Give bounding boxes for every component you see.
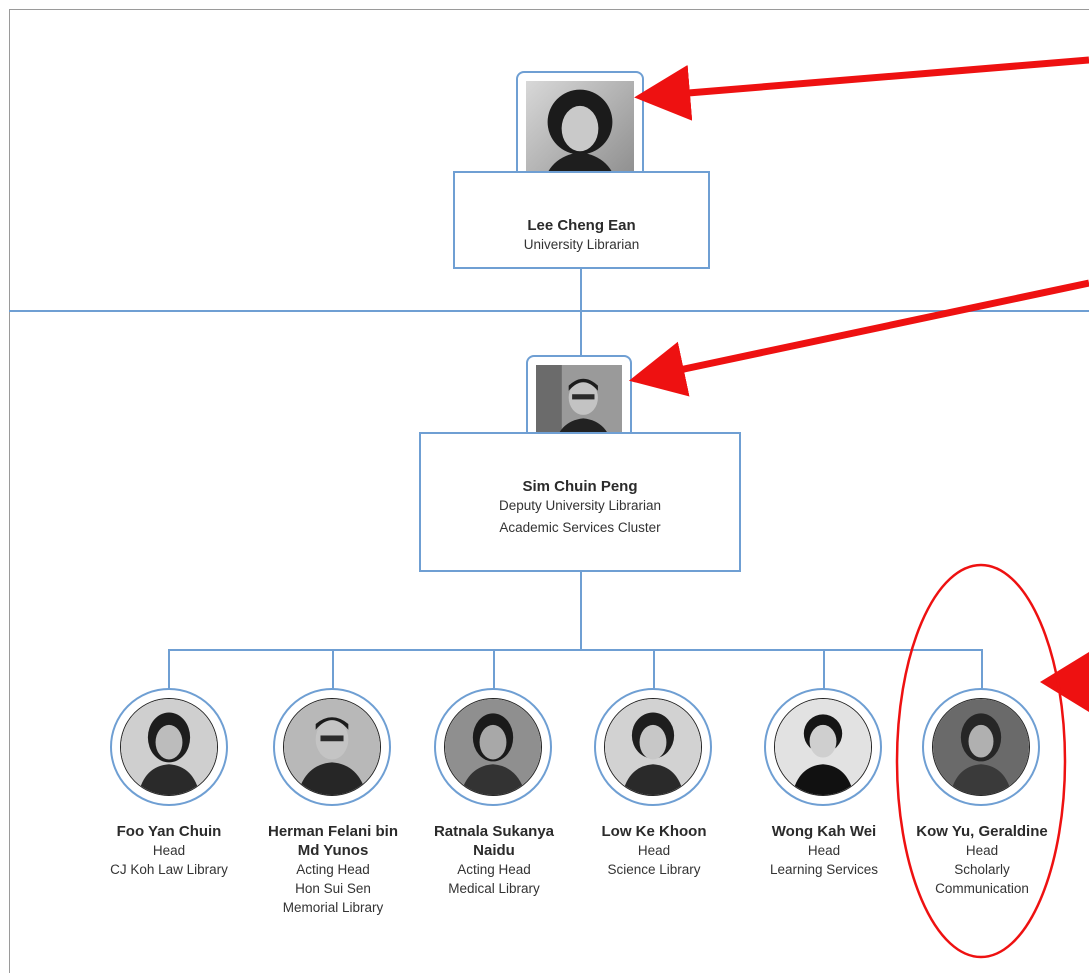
staff-card-2: Herman Felani bin Md Yunos Acting Head H… xyxy=(253,822,413,917)
staff-card-4: Low Ke Khoon Head Science Library xyxy=(574,822,734,879)
staff-photo-2 xyxy=(273,688,391,806)
staff-name: Wong Kah Wei xyxy=(771,823,877,840)
annotation-arrow-1 xyxy=(634,56,1089,121)
staff-unit: CJ Koh Law Library xyxy=(110,862,228,877)
staff-card-6: Kow Yu, Geraldine Head Scholarly Communi… xyxy=(902,822,1062,898)
staff-photo-1 xyxy=(110,688,228,806)
staff-role: Head xyxy=(965,843,999,858)
staff-photo-5 xyxy=(764,688,882,806)
staff-unit: Scholarly xyxy=(954,862,1010,877)
staff-role: Head xyxy=(152,843,186,858)
connector-deputy-bus xyxy=(580,572,582,650)
drop-4 xyxy=(653,649,655,689)
staff-photo-3 xyxy=(434,688,552,806)
top-title: University Librarian xyxy=(523,237,640,252)
annotation-arrowhead-3 xyxy=(1040,652,1089,712)
drop-3 xyxy=(493,649,495,689)
drop-2 xyxy=(332,649,334,689)
staff-name: Kow Yu, Geraldine xyxy=(916,823,1048,840)
portrait-photo xyxy=(933,699,1029,795)
deputy-title: Deputy University Librarian xyxy=(498,498,662,513)
annotation-circle xyxy=(895,563,1067,959)
staff-role: Head xyxy=(807,843,841,858)
staff-role: Acting Head xyxy=(457,862,531,877)
staff-card-5: Wong Kah Wei Head Learning Services xyxy=(744,822,904,879)
tier-divider xyxy=(9,310,1089,312)
staff-photo-6 xyxy=(922,688,1040,806)
connector-top-deputy xyxy=(580,269,582,356)
screenshot-frame xyxy=(9,9,1089,973)
drop-5 xyxy=(823,649,825,689)
staff-name: Low Ke Khoon xyxy=(601,823,707,840)
drop-1 xyxy=(168,649,170,689)
staff-unit-cont: Communication xyxy=(935,881,1029,896)
staff-unit: Learning Services xyxy=(769,862,879,877)
deputy-cluster: Academic Services Cluster xyxy=(499,520,661,535)
drop-6 xyxy=(981,649,983,689)
staff-photo-4 xyxy=(594,688,712,806)
staff-bus xyxy=(168,649,983,651)
staff-unit: Medical Library xyxy=(448,881,540,896)
staff-name-cont: Md Yunos xyxy=(297,842,369,859)
staff-unit-cont: Memorial Library xyxy=(282,900,384,915)
deputy-title-box: Sim Chuin Peng Deputy University Librari… xyxy=(419,432,741,572)
top-name: Lee Cheng Ean xyxy=(527,217,636,234)
deputy-name: Sim Chuin Peng xyxy=(522,478,638,495)
portrait-photo xyxy=(445,699,541,795)
staff-name: Herman Felani bin xyxy=(267,823,399,840)
annotation-arrow-2 xyxy=(628,279,1089,397)
staff-name-cont: Naidu xyxy=(473,842,515,859)
staff-name: Ratnala Sukanya xyxy=(433,823,555,840)
portrait-photo xyxy=(121,699,217,795)
staff-unit: Science Library xyxy=(607,862,701,877)
staff-card-1: Foo Yan Chuin Head CJ Koh Law Library xyxy=(89,822,249,879)
portrait-photo xyxy=(605,699,701,795)
staff-card-3: Ratnala Sukanya Naidu Acting Head Medica… xyxy=(414,822,574,898)
staff-unit: Hon Sui Sen xyxy=(295,881,371,896)
staff-role: Acting Head xyxy=(296,862,370,877)
portrait-photo xyxy=(775,699,871,795)
staff-role: Head xyxy=(637,843,671,858)
portrait-photo xyxy=(284,699,380,795)
top-title-box: Lee Cheng Ean University Librarian xyxy=(453,171,710,269)
staff-name: Foo Yan Chuin xyxy=(116,823,222,840)
